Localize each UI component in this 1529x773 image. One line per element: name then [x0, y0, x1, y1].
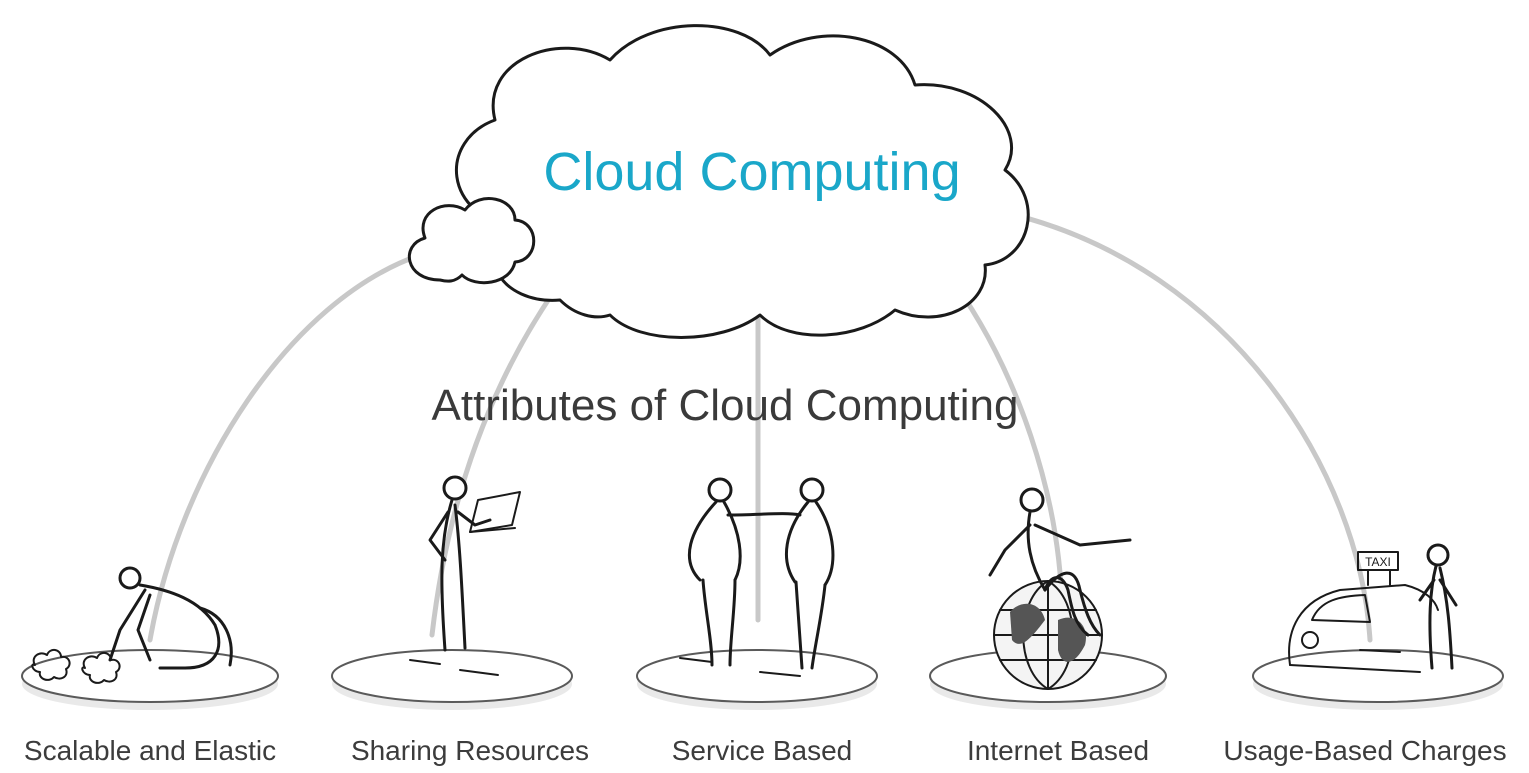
pedestal-usage: [1252, 649, 1504, 703]
connector-scalable: [147, 252, 423, 643]
attribute-label-internet: Internet Based: [967, 735, 1149, 766]
attribute-labels: Scalable and Elastic Sharing Resources S…: [24, 735, 1507, 766]
pedestal-service: [636, 649, 878, 703]
connector-sharing: [429, 287, 558, 638]
cloud-shape: Cloud Computing: [407, 24, 1030, 339]
diagram-subtitle: Attributes of Cloud Computing: [432, 381, 1019, 430]
attribute-label-scalable: Scalable and Elastic: [24, 735, 276, 766]
taxi-with-person-icon: TAXI: [1288, 543, 1458, 673]
attribute-label-service: Service Based: [672, 735, 853, 766]
person-on-globe-icon: [988, 487, 1132, 690]
pedestal-scalable: [21, 649, 279, 703]
pedestal-sharing: [331, 649, 573, 703]
svg-text:TAXI: TAXI: [1365, 555, 1391, 569]
pedestals: [21, 649, 1504, 710]
person-with-laptop-icon: [409, 475, 521, 676]
connector-internet: [942, 267, 1065, 613]
crawling-person-icon: [31, 566, 233, 684]
connector-usage: [1012, 212, 1373, 643]
two-people-icon: [679, 477, 835, 677]
attribute-label-usage: Usage-Based Charges: [1223, 735, 1506, 766]
attribute-label-sharing: Sharing Resources: [351, 735, 589, 766]
cloud-title: Cloud Computing: [543, 142, 960, 202]
